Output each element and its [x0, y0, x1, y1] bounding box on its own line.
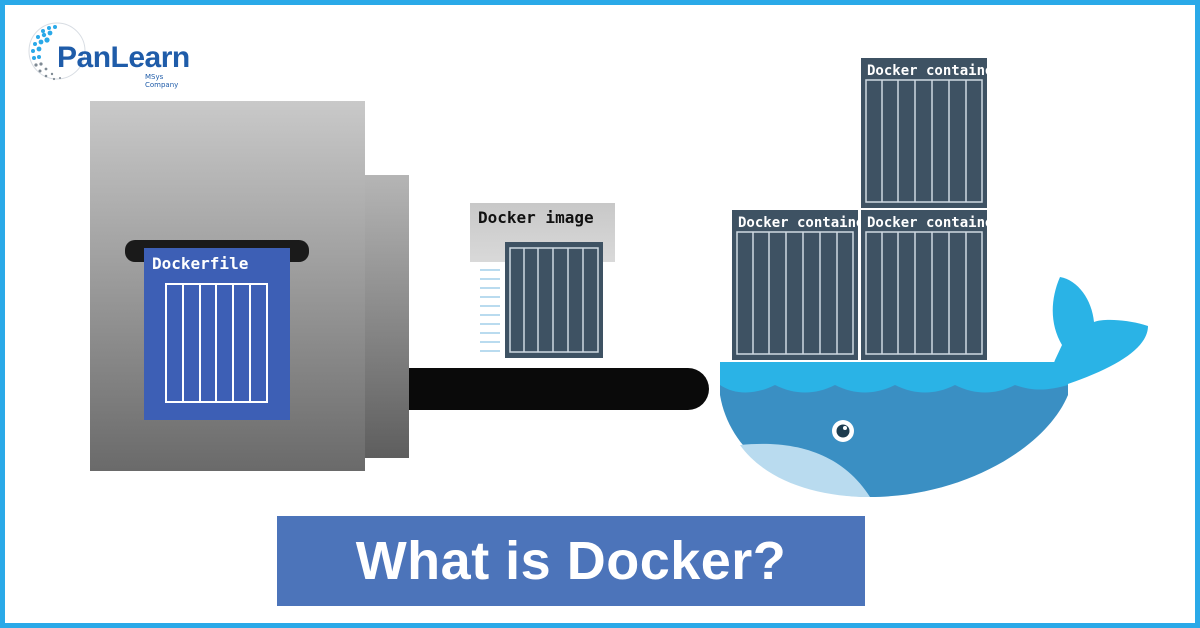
title-banner: What is Docker?	[277, 516, 865, 606]
docker-diagram: Dockerfile	[90, 58, 1148, 497]
container-right: Docker container	[861, 210, 1002, 360]
dockerfile-document: Dockerfile	[144, 248, 290, 420]
container-label-top: Docker container	[867, 63, 1002, 79]
container-top: Docker container	[861, 58, 1002, 208]
conveyor-belt	[409, 368, 709, 410]
globe-icon	[28, 22, 86, 81]
container-label-right: Docker container	[867, 215, 1002, 231]
page-title: What is Docker?	[355, 531, 787, 591]
docker-whale	[720, 277, 1148, 497]
logo-name: PanLearn	[57, 41, 190, 74]
dockerfile-label: Dockerfile	[152, 254, 248, 273]
logo-subtitle: MSys Company	[145, 73, 179, 89]
container-label-left: Docker container	[738, 215, 873, 231]
container-left: Docker container	[732, 210, 873, 360]
panlearn-logo: PanLearn MSys Company	[27, 19, 197, 89]
docker-image: Docker image	[470, 203, 615, 358]
docker-image-label: Docker image	[478, 208, 594, 227]
